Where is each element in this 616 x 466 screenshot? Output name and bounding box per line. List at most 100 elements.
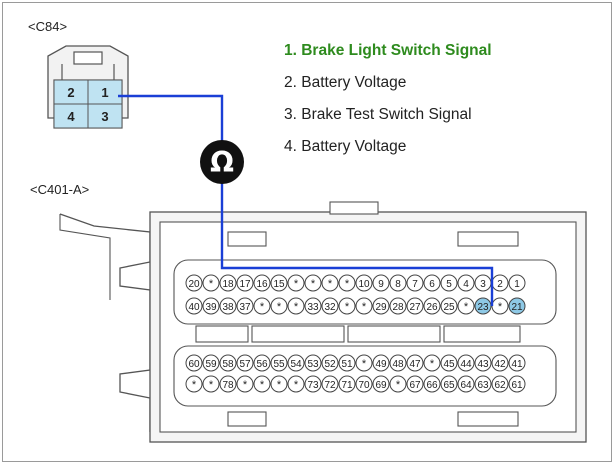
c401a-pin: 2: [491, 274, 509, 292]
c401a-pin: *: [355, 354, 373, 372]
c401a-pin-number: *: [209, 379, 214, 391]
c401a-pin-number: 18: [222, 279, 234, 290]
c401a-pin-number: 17: [239, 279, 251, 290]
c401a-pin: 32: [321, 297, 339, 315]
c401a-pin: 40: [185, 297, 203, 315]
c401a-pin: 25: [440, 297, 458, 315]
c401a-pin-number: *: [294, 301, 299, 313]
c401a-pin-number: *: [260, 301, 265, 313]
c401a-pin: 10: [355, 274, 373, 292]
c401a-pin-number: *: [345, 278, 350, 290]
c401a-pin: 33: [304, 297, 322, 315]
c401a-pin: 60: [185, 354, 203, 372]
c401a-pin: *: [253, 375, 271, 393]
c401a-pin-number: 59: [205, 359, 217, 370]
c401a-pin-number: *: [243, 379, 248, 391]
c401a-pin: *: [236, 375, 254, 393]
c401a-pin-number: *: [362, 301, 367, 313]
c401a-pin: 63: [474, 375, 492, 393]
c401a-pin-number: 40: [188, 302, 200, 313]
c401a-pin: 27: [406, 297, 424, 315]
c401a-pin-number: *: [328, 278, 333, 290]
c401a-pin: 45: [440, 354, 458, 372]
c401a-pin: *: [457, 297, 475, 315]
c401a-pin: *: [287, 297, 305, 315]
c401a-pin: 39: [202, 297, 220, 315]
c401a-pin-number: 58: [222, 359, 234, 370]
c401a-pin-number: 45: [443, 359, 455, 370]
c401a-pin-number: 53: [307, 359, 319, 370]
c401a-pin: 1: [508, 274, 526, 292]
c401a-pin-number: 41: [511, 359, 523, 370]
c401a-pin: 71: [338, 375, 356, 393]
c401a-pin-number: 47: [409, 359, 421, 370]
c401a-pin-number: 15: [273, 279, 285, 290]
c401a-latch-slot-left: [195, 325, 249, 343]
c401a-pin: 62: [491, 375, 509, 393]
c401a-pin-number: 21: [511, 302, 523, 313]
c84-pin-number: 3: [101, 109, 108, 124]
c401a-pin: 72: [321, 375, 339, 393]
c401a-pin: 18: [219, 274, 237, 292]
c401a-pin-number: 9: [378, 279, 384, 290]
c401a-pin-number: 55: [273, 359, 285, 370]
c401a-pin: 65: [440, 375, 458, 393]
c401a-pin: 47: [406, 354, 424, 372]
c401a-pin-number: 71: [341, 380, 353, 391]
c401a-pin: 6: [423, 274, 441, 292]
c401a-pin-number: *: [209, 278, 214, 290]
c401a-pin-number: 20: [188, 279, 200, 290]
c401a-pin-number: 67: [409, 380, 421, 391]
c401a-pin-number: 10: [358, 279, 370, 290]
c84-pin: 4: [53, 103, 89, 129]
c401a-pin-number: *: [311, 278, 316, 290]
c401a-pin-number: *: [362, 358, 367, 370]
c401a-pin-number: 38: [222, 302, 234, 313]
c401a-pin: 4: [457, 274, 475, 292]
c401a-pin: *: [287, 274, 305, 292]
c401a-pin-number: 69: [375, 380, 387, 391]
c401a-pin-number: 60: [188, 359, 200, 370]
c401a-pin: 43: [474, 354, 492, 372]
c401a-pin: 55: [270, 354, 288, 372]
c401a-pin: 49: [372, 354, 390, 372]
c401a-pin-number: 3: [480, 279, 486, 290]
c401a-pin-number: 1: [514, 279, 520, 290]
c401a-pin-number: 27: [409, 302, 421, 313]
c401a-pin: 29: [372, 297, 390, 315]
c401a-pin-number: 6: [429, 279, 435, 290]
c401a-pin-number: 16: [256, 279, 268, 290]
c401a-pin: 70: [355, 375, 373, 393]
c401a-pin: 17: [236, 274, 254, 292]
c401a-pin-number: 8: [395, 279, 401, 290]
c401a-pin: 37: [236, 297, 254, 315]
c401a-pin: 59: [202, 354, 220, 372]
c401a-latch-slot-mid: [251, 325, 345, 343]
c84-pin: 3: [87, 103, 123, 129]
c401a-pin-number: 73: [307, 380, 319, 391]
c401a-pin-number: 39: [205, 302, 217, 313]
c401a-pin-number: 32: [324, 302, 336, 313]
c401a-pin: 5: [440, 274, 458, 292]
c401a-pin-number: 61: [511, 380, 523, 391]
c401a-pin: *: [270, 375, 288, 393]
c401a-pin-number: 65: [443, 380, 455, 391]
c401a-pin-number: *: [396, 379, 401, 391]
c401a-pin-number: 5: [446, 279, 452, 290]
c401a-pin: 64: [457, 375, 475, 393]
c401a-pin: 53: [304, 354, 322, 372]
c401a-pin-number: 2: [497, 279, 503, 290]
c401a-pin: 58: [219, 354, 237, 372]
c401a-pin-number: *: [294, 278, 299, 290]
c401a-pin: 57: [236, 354, 254, 372]
c84-pin: 2: [53, 79, 89, 105]
c401a-pin-number: *: [498, 301, 503, 313]
c401a-pin-number: 25: [443, 302, 455, 313]
c401a-pin-number: 33: [307, 302, 319, 313]
c401a-pin: 66: [423, 375, 441, 393]
legend-item: 1. Brake Light Switch Signal: [284, 42, 492, 59]
c401a-pin: 78: [219, 375, 237, 393]
c401a-pin-number: *: [277, 301, 282, 313]
